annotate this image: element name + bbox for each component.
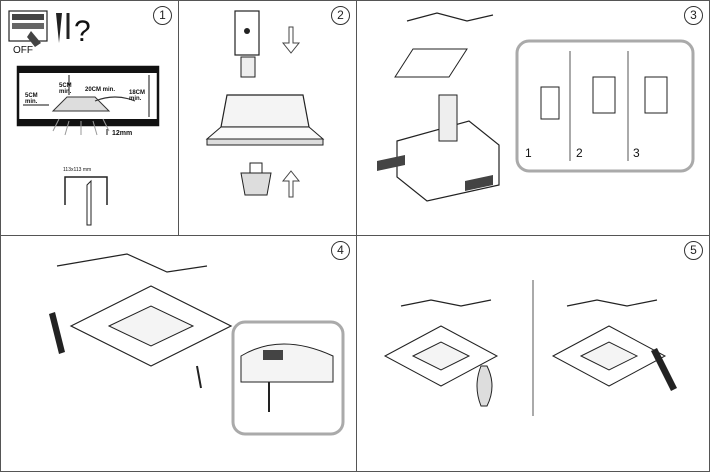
step-5-panel: 5 — [356, 235, 710, 472]
breaker-switch-row — [12, 23, 44, 29]
dim-right-line1: 18CM — [129, 90, 145, 96]
plaster-opening — [411, 341, 471, 371]
breaker-switch-row — [12, 14, 44, 20]
light-rays — [52, 118, 110, 136]
step-2-illustration — [205, 10, 325, 198]
plaster-base — [206, 138, 324, 146]
cable — [94, 96, 136, 102]
ceiling-outline — [566, 299, 658, 307]
connector-3 — [644, 76, 668, 114]
question-mark: ? — [74, 15, 91, 48]
cutout-size: 113x113 mm — [63, 167, 91, 173]
saw-icon — [86, 179, 92, 226]
step-4-panel: 4 — [0, 235, 357, 472]
step-1-panel: 1 OFF ? 5CM min. — [0, 0, 179, 236]
dim-middle: 20CM min. — [85, 87, 115, 93]
ceiling-outline — [56, 253, 208, 273]
dim-bottom: 12mm — [112, 130, 132, 137]
step-5-illustration — [383, 280, 677, 416]
plaster-flange — [205, 126, 325, 140]
step-number: 3 — [684, 6, 703, 25]
hand-icon — [27, 31, 41, 47]
wall-anchor-icon — [56, 13, 62, 43]
connector-2 — [592, 76, 616, 114]
down-arrow-icon — [281, 26, 301, 54]
lamp-socket — [240, 56, 256, 78]
dim-top-line1: 5CM — [59, 83, 72, 89]
ceiling-outline — [400, 299, 492, 307]
step-number: 4 — [331, 241, 350, 260]
cutout-outline — [64, 176, 108, 205]
mesh-tape — [465, 175, 493, 191]
paint-brush-icon — [651, 348, 677, 391]
step-number: 5 — [684, 241, 703, 260]
step-4-illustration — [49, 253, 345, 436]
step-2-panel: 2 — [178, 0, 357, 236]
step-3-panel: 3 1 2 3 — [356, 0, 710, 236]
inset-label-2: 2 — [576, 146, 583, 160]
step-3-illustration: 1 2 3 — [377, 12, 695, 202]
step-number: 1 — [153, 6, 172, 25]
ceiling-outline — [406, 12, 494, 22]
plaster-opening — [107, 305, 195, 347]
mesh-tape — [263, 350, 283, 360]
connector-1 — [540, 86, 560, 120]
screw-icon — [196, 365, 202, 389]
step-number: 2 — [331, 6, 350, 25]
mesh-tape — [377, 155, 405, 171]
dim-left-line2: min. — [25, 99, 38, 105]
switch-off-label: OFF — [13, 45, 33, 56]
dim-top-line2: min. — [59, 89, 72, 95]
dim-left-line1: 5CM — [25, 93, 38, 99]
screwdriver-icon — [49, 312, 65, 354]
ceiling-panel — [394, 48, 468, 78]
gu10-bulb-icon — [240, 172, 272, 196]
inset-label-1: 1 — [525, 146, 532, 160]
plaster-opening — [579, 341, 639, 371]
ceiling-top-slab — [18, 67, 158, 73]
up-arrow-icon — [281, 170, 301, 198]
transformer-screw — [244, 28, 250, 34]
bulb-pins — [249, 162, 263, 174]
dim-right-line2: min. — [129, 96, 142, 102]
sponge-icon — [476, 365, 493, 407]
ceiling-board — [18, 119, 158, 125]
plaster-housing — [220, 94, 310, 128]
transformer-box — [438, 94, 458, 142]
step-1-illustration: OFF ? 5CM min. 5CM min. 20CM min. 18CM — [8, 10, 160, 226]
inset-label-3: 3 — [633, 146, 640, 160]
